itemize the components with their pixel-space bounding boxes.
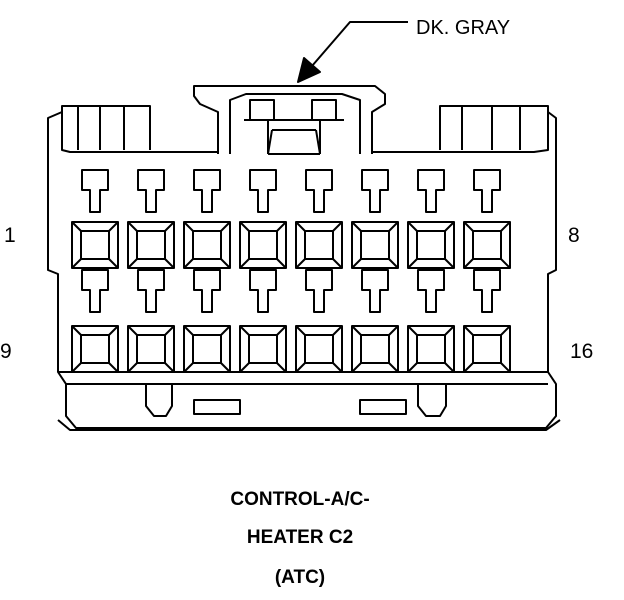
terminal-cavity-bevel: [407, 221, 455, 269]
terminal-cavity-inner: [416, 334, 446, 364]
terminal-cavity-inner: [192, 230, 222, 260]
cavity-latch: [249, 169, 277, 213]
connector-latch: [193, 85, 386, 155]
callout-label: DK. GRAY: [416, 17, 511, 39]
cavity-latch: [417, 269, 445, 313]
terminal-cavity-inner: [360, 230, 390, 260]
terminal-cavity-bevel: [127, 325, 175, 373]
pin-label-16: 16: [570, 340, 594, 363]
cavity-latch: [193, 269, 221, 313]
terminal-cavity-inner: [360, 334, 390, 364]
cavity-latch: [361, 169, 389, 213]
callout-arrow: [297, 21, 408, 83]
terminal-cavity-inner: [416, 230, 446, 260]
cavity-grid: [71, 169, 511, 373]
terminal-cavity: [295, 325, 343, 373]
terminal-cavity-bevel: [239, 221, 287, 269]
terminal-cavity: [351, 221, 399, 269]
cavity-latch: [361, 269, 389, 313]
title-line-1: CONTROL-A/C-: [230, 489, 370, 510]
terminal-cavity: [407, 221, 455, 269]
pin-label-1: 1: [4, 224, 16, 247]
terminal-cavity-inner: [248, 334, 278, 364]
cavity-latch: [305, 169, 333, 213]
terminal-cavity-inner: [136, 334, 166, 364]
terminal-cavity: [295, 221, 343, 269]
terminal-cavity-bevel: [407, 325, 455, 373]
terminal-cavity-bevel: [463, 221, 511, 269]
pin-label-9: 9: [0, 340, 12, 363]
terminal-cavity: [127, 221, 175, 269]
cavity-latch: [137, 169, 165, 213]
terminal-cavity: [407, 325, 455, 373]
terminal-cavity-bevel: [71, 221, 119, 269]
terminal-cavity-inner: [472, 334, 502, 364]
terminal-cavity-bevel: [463, 325, 511, 373]
cavity-latch: [81, 269, 109, 313]
title-line-2: HEATER C2: [246, 527, 354, 548]
terminal-cavity-bevel: [295, 221, 343, 269]
cavity-latch: [473, 169, 501, 213]
terminal-cavity: [183, 325, 231, 373]
cavity-latch: [249, 269, 277, 313]
terminal-cavity-inner: [80, 334, 110, 364]
terminal-cavity: [71, 325, 119, 373]
terminal-cavity-inner: [248, 230, 278, 260]
terminal-cavity-bevel: [127, 221, 175, 269]
terminal-cavity-inner: [192, 334, 222, 364]
terminal-cavity-inner: [80, 230, 110, 260]
terminal-cavity-inner: [304, 334, 334, 364]
terminal-cavity-inner: [136, 230, 166, 260]
terminal-cavity: [239, 325, 287, 373]
terminal-cavity-bevel: [71, 325, 119, 373]
terminal-cavity: [351, 325, 399, 373]
terminal-cavity-inner: [472, 230, 502, 260]
terminal-cavity: [463, 221, 511, 269]
cavity-latch: [417, 169, 445, 213]
cavity-latch: [305, 269, 333, 313]
terminal-cavity: [71, 221, 119, 269]
cavity-latch: [137, 269, 165, 313]
title-line-3: (ATC): [274, 567, 326, 588]
terminal-cavity-bevel: [295, 325, 343, 373]
terminal-cavity-bevel: [351, 325, 399, 373]
terminal-cavity: [183, 221, 231, 269]
terminal-cavity-inner: [304, 230, 334, 260]
terminal-cavity: [463, 325, 511, 373]
terminal-cavity-bevel: [239, 325, 287, 373]
cavity-latch: [193, 169, 221, 213]
terminal-cavity-bevel: [183, 325, 231, 373]
terminal-cavity: [239, 221, 287, 269]
terminal-cavity: [127, 325, 175, 373]
connector-housing: [47, 105, 561, 431]
cavity-latch: [473, 269, 501, 313]
terminal-cavity-bevel: [183, 221, 231, 269]
terminal-cavity-bevel: [351, 221, 399, 269]
pin-label-8: 8: [568, 224, 580, 247]
cavity-latch: [81, 169, 109, 213]
